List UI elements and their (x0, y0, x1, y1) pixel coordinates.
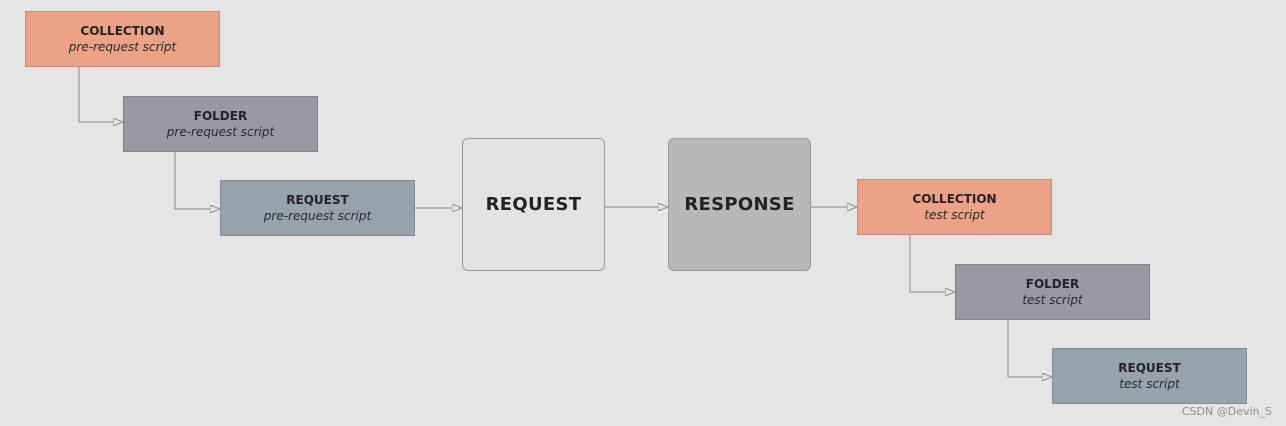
node-title: FOLDER (1025, 277, 1080, 291)
request-node: REQUEST (462, 138, 605, 271)
connector-folder-to-request (174, 152, 219, 209)
node-subtitle: test script (1119, 377, 1180, 391)
connector-collection-to-folder (78, 67, 122, 122)
pre-collection-node: COLLECTION pre-request script (25, 11, 220, 67)
watermark: CSDN @Devin_S (1181, 405, 1272, 418)
node-subtitle: test script (924, 208, 985, 222)
node-title: COLLECTION (80, 24, 165, 38)
node-title: FOLDER (193, 109, 248, 123)
node-title: COLLECTION (912, 192, 997, 206)
node-title: REQUEST (1118, 361, 1181, 375)
connector-folder-to-request-test (1007, 320, 1051, 377)
node-subtitle: pre-request script (68, 40, 177, 54)
node-subtitle: test script (1022, 293, 1083, 307)
connector-collection-to-folder-test (909, 235, 954, 292)
node-title: REQUEST (286, 193, 349, 207)
pre-request-node: REQUEST pre-request script (220, 180, 415, 236)
test-folder-node: FOLDER test script (955, 264, 1150, 320)
test-collection-node: COLLECTION test script (857, 179, 1052, 235)
pre-folder-node: FOLDER pre-request script (123, 96, 318, 152)
test-request-node: REQUEST test script (1052, 348, 1247, 404)
response-label: RESPONSE (684, 194, 795, 215)
response-node: RESPONSE (668, 138, 811, 271)
node-subtitle: pre-request script (263, 209, 372, 223)
request-label: REQUEST (485, 194, 582, 215)
node-subtitle: pre-request script (166, 125, 275, 139)
